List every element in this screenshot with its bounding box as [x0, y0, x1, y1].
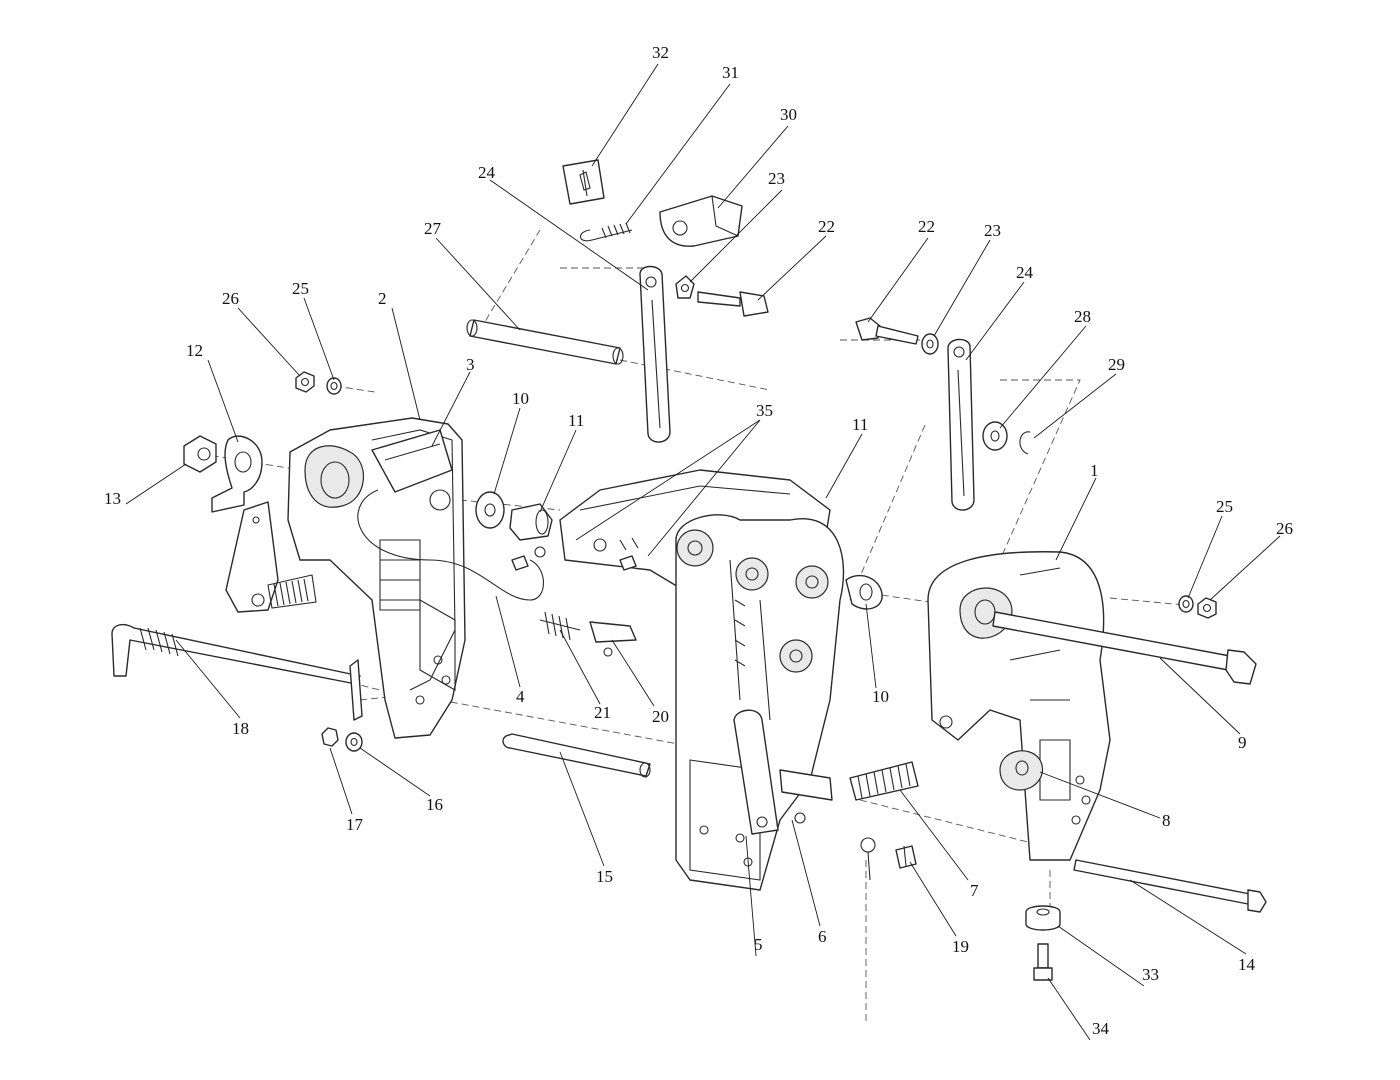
part-10-washer-right [845, 575, 883, 610]
callout-12: 12 [186, 341, 203, 360]
callout-14: 14 [1238, 955, 1256, 974]
callout-22b: 22 [918, 217, 935, 236]
callout-32: 32 [652, 43, 669, 62]
leader-lines [125, 63, 1281, 1041]
lever-arm [225, 501, 279, 613]
part-9-long-bolt [992, 611, 1257, 685]
part-19-plug [895, 845, 917, 869]
wire-with-eye [860, 837, 876, 881]
part-26-nut-left [295, 371, 315, 393]
part-21-spring [539, 611, 581, 641]
part-32-cap [562, 159, 605, 205]
part-23-washer-left [675, 275, 695, 299]
part-13-nut [183, 435, 217, 473]
part-26-nut-right [1197, 597, 1217, 619]
callout-26a: 26 [222, 289, 239, 308]
part-1-right-bracket [927, 551, 1111, 861]
callout-11b: 11 [852, 415, 868, 434]
callout-17: 17 [346, 815, 364, 834]
part-30-latch-plate [659, 195, 743, 247]
callout-27: 27 [424, 219, 442, 238]
part-6-pin [779, 769, 833, 824]
part-14-long-bolt [1073, 859, 1267, 913]
callout-34: 34 [1092, 1019, 1110, 1038]
part-24-slotted-link-right [947, 338, 975, 511]
callout-2: 2 [378, 289, 387, 308]
part-18-spring-rod [111, 623, 363, 721]
part-25-washer-left [326, 377, 342, 395]
callout-35: 35 [756, 401, 773, 420]
part-22-bolt-right [855, 317, 919, 345]
part-28-washer [982, 421, 1008, 451]
callout-8: 8 [1162, 811, 1171, 830]
part-8-bushing [999, 750, 1044, 791]
part-11-bushing [509, 503, 553, 541]
callout-10b: 10 [872, 687, 889, 706]
callout-25a: 25 [292, 279, 309, 298]
part-17-nut [321, 727, 339, 747]
callout-16: 16 [426, 795, 443, 814]
small-fasteners [511, 546, 637, 571]
callout-24a: 24 [478, 163, 496, 182]
callout-13: 13 [104, 489, 121, 508]
part-31-spring [579, 222, 633, 242]
callout-23b: 23 [984, 221, 1001, 240]
part-16-washer [345, 732, 363, 752]
lever-spring [267, 574, 317, 609]
part-2-left-bracket [287, 417, 466, 739]
callout-6: 6 [818, 927, 827, 946]
callout-18: 18 [232, 719, 249, 738]
part-34-screw [1033, 943, 1053, 981]
callout-21: 21 [594, 703, 611, 722]
part-5-lever [733, 709, 779, 835]
callout-20: 20 [652, 707, 669, 726]
callout-26b: 26 [1276, 519, 1293, 538]
callout-22a: 22 [818, 217, 835, 236]
callout-30: 30 [780, 105, 797, 124]
callout-4: 4 [516, 687, 525, 706]
callout-19: 19 [952, 937, 969, 956]
callout-7: 7 [970, 881, 979, 900]
callout-3: 3 [466, 355, 475, 374]
part-7-spring [849, 761, 919, 801]
callout-29: 29 [1108, 355, 1125, 374]
part-15-pin [502, 733, 651, 778]
callout-31: 31 [722, 63, 739, 82]
part-4-cable [357, 489, 544, 601]
callout-11a: 11 [568, 411, 584, 430]
callout-28: 28 [1074, 307, 1091, 326]
callout-24b: 24 [1016, 263, 1034, 282]
part-29-e-clip [1019, 431, 1031, 455]
part-20-clip [589, 621, 637, 657]
part-25-washer-right [1178, 595, 1194, 613]
part-12-lever-plate [211, 435, 263, 513]
part-23-washer-right [921, 333, 939, 355]
callout-10a: 10 [512, 389, 529, 408]
part-center-frame [675, 514, 845, 891]
callout-5: 5 [754, 935, 763, 954]
part-27-tube [466, 319, 624, 365]
callout-33: 33 [1142, 965, 1159, 984]
callout-23a: 23 [768, 169, 785, 188]
callout-1: 1 [1090, 461, 1099, 480]
part-24-slotted-link-left [639, 265, 671, 443]
part-22-bolt-left [697, 291, 769, 317]
part-10-washer-left [475, 491, 505, 529]
part-33-spacer [1025, 905, 1061, 931]
callout-25b: 25 [1216, 497, 1233, 516]
callout-9: 9 [1238, 733, 1247, 752]
callout-15: 15 [596, 867, 613, 886]
callout-labels: 1 2 3 4 5 6 7 8 9 10 10 11 11 12 13 14 1… [104, 43, 1293, 1038]
